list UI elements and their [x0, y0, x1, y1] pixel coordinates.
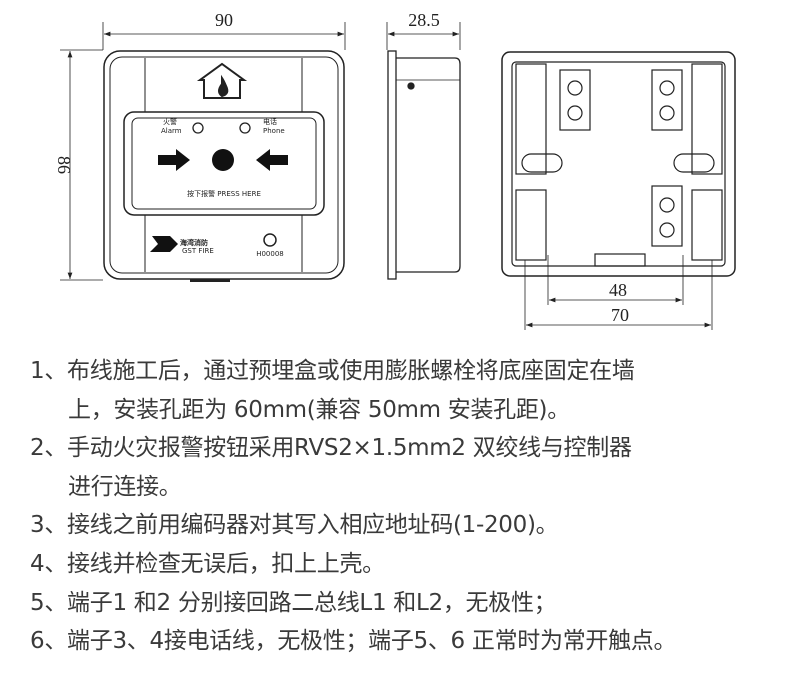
- ccc-mark-icon: [263, 233, 277, 247]
- note-number: 3、: [30, 512, 68, 539]
- phone-label-cn: 电话: [263, 117, 277, 126]
- arrow-left-icon: [256, 149, 288, 171]
- house-fire-icon: [196, 62, 248, 99]
- note-2: 2、手动火灾报警按钮采用RVS2×1.5mm2 双绞线与控制器: [30, 429, 790, 468]
- phone-label-en: Phone: [263, 127, 285, 135]
- note-number: 4、: [30, 550, 68, 577]
- note-1: 1、布线施工后，通过预埋盒或使用膨胀螺栓将底座固定在墙: [30, 352, 790, 391]
- note-text: 端子1 和2 分别接回路二总线L1 和L2，无极性；: [67, 589, 557, 616]
- note-text: 接线并检查无误后，扣上上壳。: [67, 550, 385, 577]
- alarm-label-en: Alarm: [161, 127, 182, 135]
- hole-distance-48: 48: [609, 280, 627, 300]
- product-dimension-drawing: 90 86 火警 Alarm 电话 Phone 按下报警 PRESS HERE …: [54, 10, 736, 330]
- back-view: [501, 51, 736, 330]
- installation-notes: 1、布线施工后，通过预埋盒或使用膨胀螺栓将底座固定在墙 上，安装孔距为 60mm…: [30, 352, 790, 661]
- front-view: [60, 22, 346, 282]
- cert-code: H00008: [256, 250, 284, 258]
- note-6: 6、端子3、4接电话线，无极性；端子5、6 正常时为常开触点。: [30, 622, 790, 661]
- note-text: 布线施工后，通过预埋盒或使用膨胀螺栓将底座固定在墙: [67, 358, 635, 384]
- height-dimension: 86: [54, 156, 74, 174]
- note-number: 6、: [30, 628, 68, 655]
- arrow-right-icon: [158, 149, 190, 171]
- depth-dimension: 28.5: [408, 10, 440, 30]
- note-text: 接线之前用编码器对其写入相应地址码(1-200)。: [67, 512, 559, 539]
- alarm-label-cn: 火警: [163, 117, 177, 126]
- note-5: 5、端子1 和2 分别接回路二总线L1 和L2，无极性；: [30, 584, 790, 623]
- note-text: 端子3、4接电话线，无极性；端子5、6 正常时为常开触点。: [67, 628, 677, 655]
- brand-name: 海湾消防: [180, 238, 208, 247]
- note-number: 2、: [30, 435, 68, 462]
- note-text: 手动火灾报警按钮采用RVS2×1.5mm2 双绞线与控制器: [67, 435, 632, 462]
- brand-logo-icon: [150, 236, 178, 252]
- note-number: 1、: [30, 358, 68, 384]
- note-3: 3、接线之前用编码器对其写入相应地址码(1-200)。: [30, 506, 790, 545]
- note-1-continued: 上，安装孔距为 60mm(兼容 50mm 安装孔距)。: [68, 396, 570, 423]
- side-view: [386, 22, 461, 280]
- width-dimension: 90: [215, 10, 233, 30]
- note-2-continued: 进行连接。: [68, 473, 182, 500]
- brand-name-en: GST FIRE: [182, 247, 214, 255]
- note-4: 4、接线并检查无误后，扣上上壳。: [30, 545, 790, 584]
- note-number: 5、: [30, 589, 68, 616]
- press-here-label: 按下报警 PRESS HERE: [187, 189, 261, 198]
- hole-distance-70: 70: [611, 305, 629, 325]
- press-button-icon: [212, 149, 234, 171]
